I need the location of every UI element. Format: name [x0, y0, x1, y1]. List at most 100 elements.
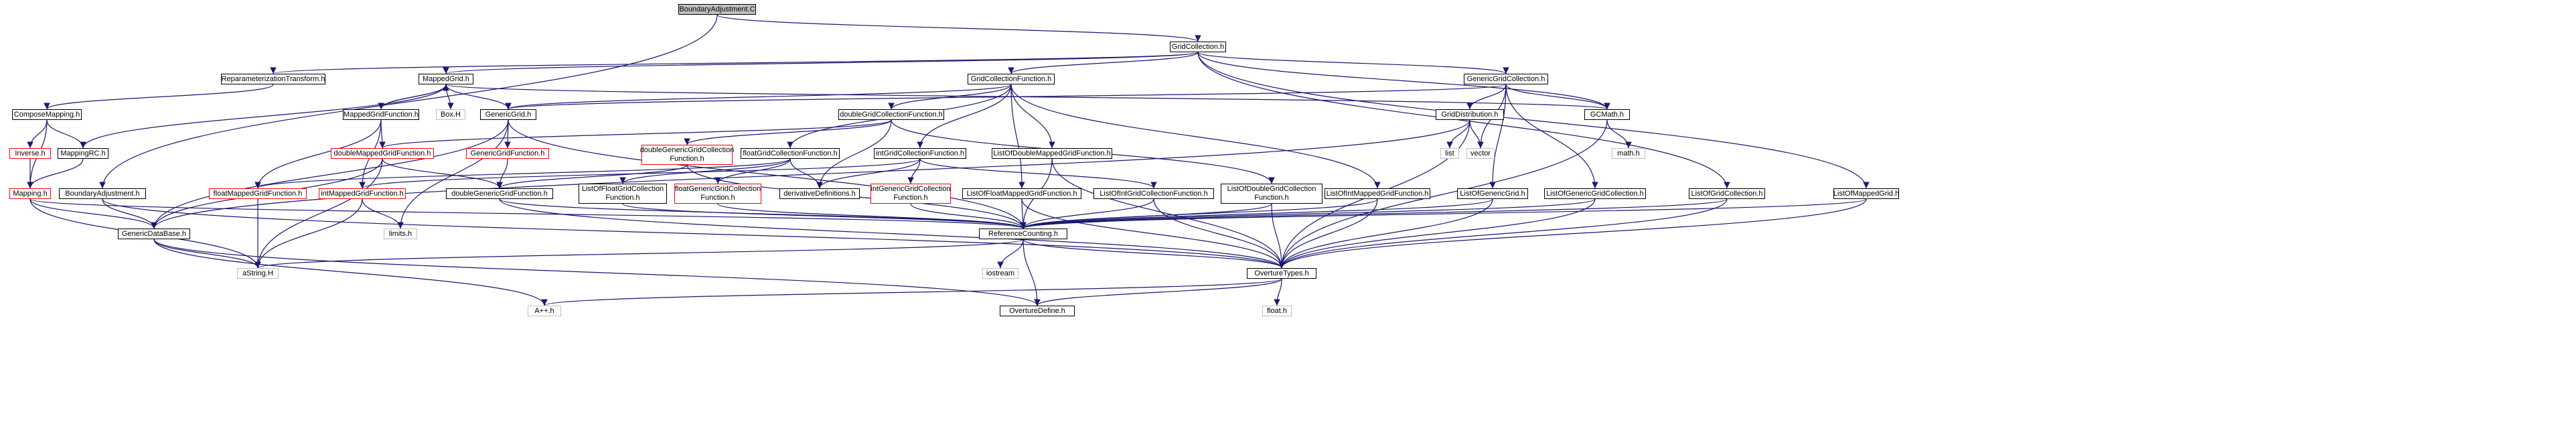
edge-n1-to-n4 [1008, 52, 1199, 74]
edge-n34-to-n46 [1153, 198, 1285, 269]
file-node-floatgenericgridcollectionfunction-h[interactable]: floatGenericGridCollection Function.h [674, 184, 761, 204]
edge-n13-to-n24 [27, 158, 84, 189]
edge-n36-to-n43 [1020, 198, 1378, 229]
edge-n41-to-n48 [153, 239, 1041, 306]
file-node-listofgridcollection-h[interactable]: ListOfGridCollection.h [1689, 188, 1765, 199]
edge-n3-to-n9 [445, 84, 512, 110]
edge-n36-to-n46 [1278, 198, 1378, 269]
file-node-doublemappedgridfunction-h[interactable]: doubleMappedGridFunction.h [331, 148, 434, 159]
file-node-intgridcollectionfunction-h[interactable]: intGridCollectionFunction.h [874, 148, 966, 159]
file-node-gridcollectionfunction-h[interactable]: GridCollectionFunction.h [968, 74, 1055, 84]
edge-n2-to-n6 [44, 84, 274, 110]
file-node-listofgenericgridcollection-h[interactable]: ListOfGenericGridCollection.h [1544, 188, 1646, 199]
file-node-listofintgridcollectionfunction-h[interactable]: ListOfIntGridCollectionFunction.h [1093, 188, 1214, 199]
file-node-referencecounting-h[interactable]: ReferenceCounting.h [979, 229, 1067, 239]
file-node-composemapping-h[interactable]: ComposeMapping.h [12, 109, 82, 120]
file-node-reparameterizationtransform-h[interactable]: ReparameterizationTransform.h [221, 74, 325, 84]
edge-n4-to-n9 [505, 84, 1012, 110]
file-node-listofgenericgrid-h[interactable]: ListOfGenericGrid.h [1457, 188, 1528, 199]
edge-n40-to-n43 [1020, 198, 1867, 229]
file-node-listofdoublemappedgridfunction-h[interactable]: ListOfDoubleMappedGridFunction.h [992, 148, 1112, 159]
file-node-boundaryadjustment-h[interactable]: BoundaryAdjustment.h [59, 188, 146, 199]
file-node-box-h: Box.H [436, 109, 465, 120]
file-node-floatgridcollectionfunction-h[interactable]: floatGridCollectionFunction.h [741, 148, 840, 159]
edge-n9-to-n41 [151, 119, 509, 229]
file-node-boundaryadjustment-c: BoundaryAdjustment.C [678, 4, 756, 15]
edge-n27-to-n42 [362, 198, 404, 229]
file-node-griddistribution-h[interactable]: GridDistribution.h [1436, 109, 1504, 120]
edge-n11-to-n46 [1278, 119, 1608, 269]
file-node-intmappedgridfunction-h[interactable]: intMappedGridFunction.h [319, 188, 406, 199]
file-node-listoffloatmappedgridfunction-h[interactable]: ListOfFloatMappedGridFunction.h [962, 188, 1081, 199]
file-node-mappingrc-h[interactable]: MappingRC.h [58, 148, 108, 159]
edge-n46-to-n48 [1034, 278, 1282, 306]
file-node-doublegenericgridfunction-h[interactable]: doubleGenericGridFunction.h [446, 188, 553, 199]
file-node-gcmath-h[interactable]: GCMath.h [1584, 109, 1630, 120]
edge-n39-to-n46 [1278, 198, 1728, 269]
edge-n0-to-n25 [99, 14, 718, 189]
file-node-genericdatabase-h[interactable]: GenericDataBase.h [118, 229, 190, 239]
edge-n10-to-n16 [684, 119, 892, 145]
edge-n19-to-n46 [1051, 158, 1285, 269]
edge-n1-to-n3 [443, 52, 1199, 74]
edge-n5-to-n11 [1505, 84, 1610, 110]
edge-n18-to-n31 [816, 158, 921, 189]
file-node-listofmappedgrid-h[interactable]: ListOfMappedGrid.h [1833, 188, 1899, 199]
file-node-math-h: math.h [1612, 148, 1645, 159]
file-node-listofintmappedgridfunction-h[interactable]: ListOfIntMappedGridFunction.h [1324, 188, 1430, 199]
edge-n35-to-n46 [1271, 203, 1285, 269]
file-node-listoffloatgridcollectionfunction-h[interactable]: ListOfFloatGridCollection Function.h [579, 184, 667, 204]
file-node-genericgrid-h[interactable]: GenericGrid.h [480, 109, 536, 120]
edge-n1-to-n40 [1197, 52, 1870, 189]
edge-n46-to-n47 [541, 278, 1282, 306]
edge-n41-to-n47 [153, 239, 548, 306]
file-node-genericgridfunction-h[interactable]: GenericGridFunction.h [466, 148, 549, 159]
edge-n11-to-n23 [1606, 119, 1632, 149]
edge-n37-to-n43 [1020, 198, 1493, 229]
edge-n4-to-n33 [1010, 84, 1025, 189]
edge-n28-to-n46 [499, 198, 1285, 269]
file-node-doublegridcollectionfunction-h[interactable]: doubleGridCollectionFunction.h [838, 109, 944, 120]
file-node-listofdoublegridcollectionfunction-h[interactable]: ListOfDoubleGridCollection Function.h [1221, 184, 1322, 204]
file-node-genericgridcollection-h[interactable]: GenericGridCollection.h [1464, 74, 1548, 84]
file-node-mappedgrid-h[interactable]: MappedGrid.h [419, 74, 473, 84]
edge-n17-to-n30 [714, 158, 791, 184]
edge-n20-to-n22 [1469, 119, 1484, 149]
edge-n7-to-n26 [254, 119, 382, 189]
file-node-floatmappedgridfunction-h[interactable]: floatMappedGridFunction.h [209, 188, 307, 199]
file-node-mappedgridfunction-h[interactable]: MappedGridFunction.h [343, 109, 419, 120]
edge-n43-to-n46 [1022, 239, 1285, 269]
edge-n18-to-n34 [919, 158, 1157, 189]
edge-n43-to-n45 [997, 239, 1024, 269]
edge-n24-to-n41 [29, 198, 157, 229]
file-node-inverse-h[interactable]: Inverse.h [9, 148, 51, 159]
edge-n39-to-n43 [1020, 198, 1728, 229]
file-node-overturetypes-h[interactable]: OvertureTypes.h [1247, 268, 1316, 279]
edge-n17-to-n29 [619, 158, 791, 184]
edge-n7-to-n3 [380, 84, 449, 110]
file-node-overturedefine-h[interactable]: OvertureDefine.h [1000, 306, 1075, 316]
edge-n1-to-n2 [271, 52, 1199, 74]
edge-n20-to-n41 [151, 119, 1470, 229]
edge-n18-to-n27 [359, 158, 921, 189]
file-node-mapping-h[interactable]: Mapping.h [9, 188, 51, 199]
file-node-intgenericgridcollectionfunction-h[interactable]: intGenericGridCollection Function.h [870, 184, 951, 204]
edge-n6-to-n12 [27, 119, 48, 149]
edge-n14-to-n28 [382, 158, 503, 189]
edge-n25-to-n41 [102, 198, 157, 229]
edge-n30-to-n43 [717, 203, 1027, 229]
edge-n14-to-n44 [254, 158, 383, 269]
file-node-iostream: iostream [982, 268, 1018, 279]
edge-n15-to-n28 [496, 158, 508, 189]
edge-n46-to-n49 [1274, 278, 1282, 306]
file-node-doublegenericgridcollectionfunction-h[interactable]: doubleGenericGridCollection Function.h [640, 145, 734, 165]
edge-n10-to-n31 [816, 119, 892, 189]
file-node-astring-h: aString.H [237, 268, 279, 279]
edge-n17-to-n26 [254, 158, 791, 189]
edge-n43-to-n44 [254, 239, 1024, 269]
file-node-gridcollection-h[interactable]: GridCollection.h [1170, 42, 1226, 52]
edge-n1-to-n11 [1197, 52, 1610, 110]
edge-n3-to-n13 [80, 84, 447, 149]
file-node-derivativedefinitions-h[interactable]: derivativeDefinitions.h [779, 188, 860, 199]
